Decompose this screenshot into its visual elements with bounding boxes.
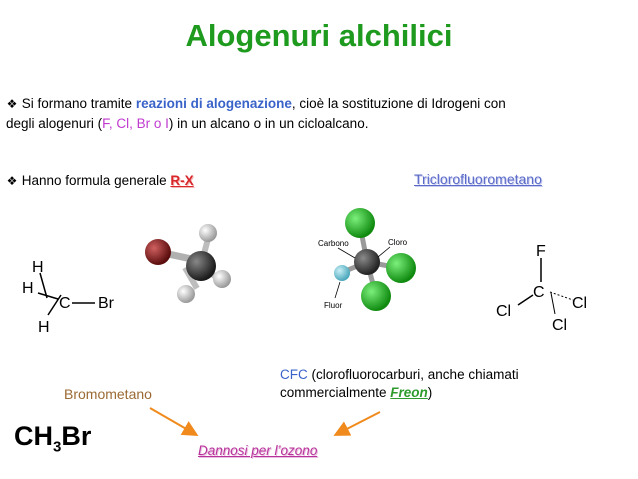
cfc-description-line-2: commercialmente Freon)	[280, 384, 432, 402]
chlorine-atom	[361, 281, 391, 311]
chlorine-atom	[345, 208, 375, 238]
chlorine-label: Cl	[572, 295, 587, 312]
diamond-bullet-icon: ❖	[6, 174, 18, 188]
slide-title: Alogenuri alchilici	[185, 18, 453, 53]
bullet-1-text-a: Si formano tramite	[21, 96, 136, 111]
cfc-description-line-1: CFC (clorofluorocarburi, anche chiamati	[280, 366, 519, 384]
hydrogen-left-label: H	[22, 280, 34, 297]
cfc-line2-b: )	[427, 385, 433, 400]
bullet-1-highlight: reazioni di alogenazione	[135, 96, 292, 111]
hydrogen-atom	[213, 270, 231, 288]
ch3br-subscript: 3	[53, 438, 62, 456]
bullet-2-text: Hanno formula generale	[21, 173, 171, 188]
hydrogen-atom	[199, 224, 217, 242]
arrow-from-cfc	[333, 411, 381, 436]
ch3br-ch: CH	[14, 421, 53, 451]
hydrogen-atom	[177, 285, 195, 303]
trichlorofluoromethane-structural-formula: F C Cl Cl Cl	[496, 243, 587, 334]
bullet-1-line-2: degli alogenuri (F, Cl, Br o I) in un al…	[6, 114, 368, 134]
ch3br-formula: CH3Br	[14, 421, 91, 455]
bromomethane-label: Bromometano	[64, 386, 152, 402]
bullet-1-line2-a: degli alogenuri (	[6, 116, 103, 131]
diamond-bullet-icon: ❖	[6, 97, 18, 111]
bullet-2-line: ❖ Hanno formula generale R-X	[6, 171, 194, 191]
halogens-list: F, Cl, Br o I	[102, 116, 169, 131]
bullet-1-line2-b: ) in un alcano o in un cicloalcano.	[168, 116, 369, 131]
carbon-label: C	[533, 284, 545, 301]
hydrogen-top-label: H	[32, 259, 44, 276]
arrow-from-bromomethane	[149, 407, 199, 437]
bullet-1-line-1: ❖ Si formano tramite reazioni di alogena…	[6, 94, 506, 114]
chlorine-label: Cl	[496, 303, 511, 320]
carbon-atom	[354, 249, 380, 275]
fluorine-atom	[334, 265, 350, 281]
fluorine-label: F	[536, 243, 546, 260]
bromine-label: Br	[98, 295, 115, 312]
bromomethane-structural-formula: H H H C Br	[22, 259, 115, 336]
cfc-line2-a: commercialmente	[280, 385, 391, 400]
chlorine-label: Cl	[552, 317, 567, 334]
carbon-model-label: Carbono	[318, 239, 349, 248]
bromine-atom	[145, 239, 171, 265]
chlorine-model-label: Cloro	[388, 238, 408, 247]
bullet-1-text-b: , cioè la sostituzione di Idrogeni con	[291, 96, 506, 111]
trichlorofluoromethane-link[interactable]: Triclorofluorometano	[414, 171, 542, 187]
hydrogen-bottom-label: H	[38, 319, 50, 336]
freon-link[interactable]: Freon	[390, 385, 428, 400]
ch3br-br: Br	[61, 421, 92, 451]
trichlorofluoromethane-3d-model: Carbono Cloro Fluor	[318, 208, 416, 311]
carbon-label: C	[59, 295, 71, 312]
fluorine-model-label: Fluor	[324, 301, 343, 310]
ozone-damage-link[interactable]: Dannosi per l’ozono	[198, 443, 318, 458]
bromomethane-3d-model	[145, 224, 231, 303]
general-formula-link[interactable]: R-X	[170, 173, 194, 188]
chlorine-atom	[386, 253, 416, 283]
cfc-line1-rest: (clorofluorocarburi, anche chiamati	[307, 367, 519, 382]
carbon-atom	[186, 251, 216, 281]
cfc-abbreviation: CFC	[280, 367, 308, 382]
